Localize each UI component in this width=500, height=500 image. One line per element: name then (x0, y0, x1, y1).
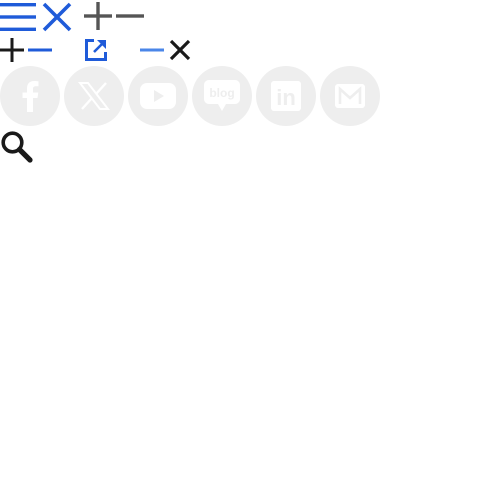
plus-icon[interactable] (84, 2, 112, 30)
youtube-icon (140, 83, 176, 109)
close-icon[interactable] (168, 38, 192, 62)
linkedin-icon: in (271, 81, 301, 111)
x-link[interactable] (64, 66, 124, 126)
gmail-link[interactable] (320, 66, 380, 126)
mail-icon (335, 84, 365, 108)
linkedin-icon-label: in (276, 85, 296, 110)
blog-link[interactable]: blog (192, 66, 252, 126)
external-link-icon[interactable] (84, 38, 108, 62)
facebook-icon (22, 81, 39, 112)
minus-icon[interactable] (28, 38, 52, 62)
plus-icon[interactable] (0, 38, 24, 62)
close-icon[interactable] (42, 2, 72, 32)
minus-icon[interactable] (116, 2, 144, 30)
blog-icon-label: blog (209, 86, 234, 100)
youtube-link[interactable] (128, 66, 188, 126)
x-twitter-icon (77, 82, 111, 110)
minus-icon[interactable] (140, 38, 164, 62)
social-links: blog in (0, 66, 380, 126)
linkedin-link[interactable]: in (256, 66, 316, 126)
facebook-link[interactable] (0, 66, 60, 126)
menu-icon[interactable] (0, 2, 36, 32)
blog-icon: blog (204, 80, 240, 111)
search-icon[interactable] (0, 130, 34, 164)
